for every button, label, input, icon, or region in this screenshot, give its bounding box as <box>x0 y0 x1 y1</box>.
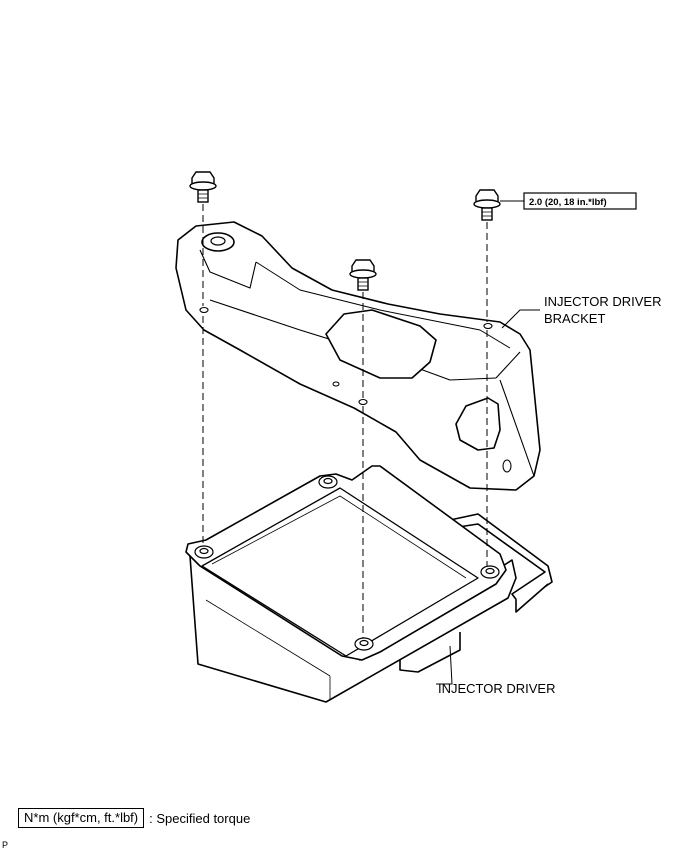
bolt-left <box>189 171 217 203</box>
bracket-label-line1: INJECTOR DRIVER <box>544 294 662 309</box>
leader-lines <box>436 309 540 685</box>
legend-description: : Specified torque <box>149 810 251 826</box>
bolt-center <box>349 259 377 291</box>
torque-legend: N*m (kgf*cm, ft.*lbf) : Specified torque <box>18 808 250 828</box>
injector-driver <box>185 465 553 703</box>
driver-label: INJECTOR DRIVER <box>438 681 556 696</box>
bracket-label-line2: BRACKET <box>544 311 605 326</box>
corner-mark: P <box>2 840 9 850</box>
torque-value-label: 2.0 (20, 18 in.*lbf) <box>529 197 607 208</box>
injector-driver-bracket <box>175 221 541 491</box>
torque-callout: 2.0 (20, 18 in.*lbf) <box>500 192 637 210</box>
alignment-lines <box>202 204 488 638</box>
bolt-right <box>473 189 501 221</box>
legend-unit-box: N*m (kgf*cm, ft.*lbf) <box>18 808 145 828</box>
